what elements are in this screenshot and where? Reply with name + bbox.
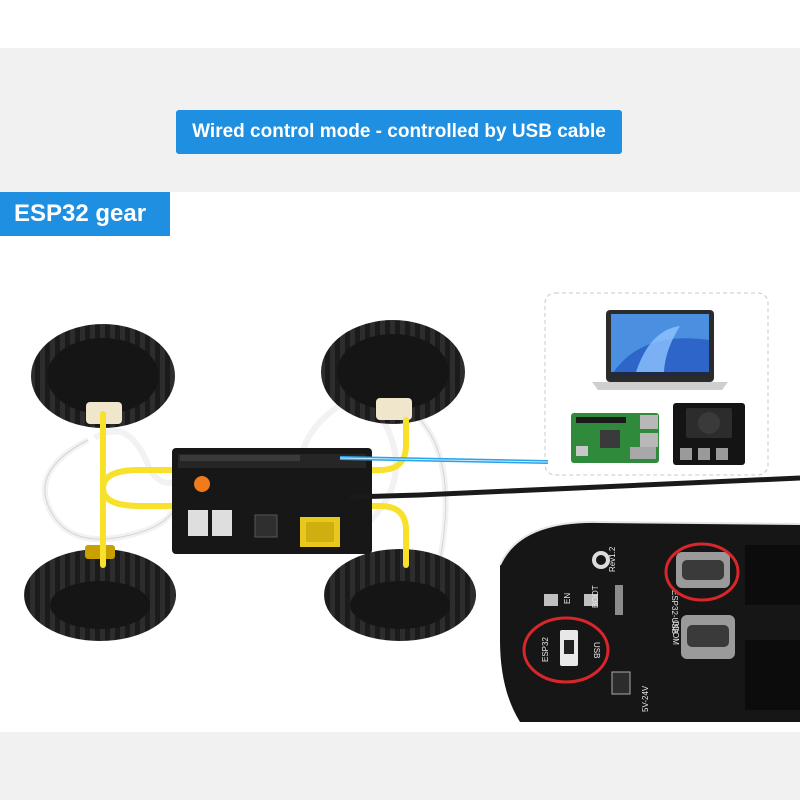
mode-banner: Wired control mode - controlled by USB c…	[176, 110, 622, 154]
raspberry-pi-board	[571, 413, 659, 463]
silk-usb: USB	[592, 642, 601, 658]
switch-highlight	[522, 616, 610, 684]
silk-boot: BOOT	[591, 585, 600, 608]
footer-band	[0, 732, 800, 800]
silk-esp32: ESP32	[541, 637, 550, 662]
silk-esp32-usb: ESP32-USB	[670, 590, 679, 634]
esp32-usb-highlight	[664, 542, 740, 602]
wheel-front-right	[321, 320, 465, 424]
silk-odom: ODOM	[671, 620, 680, 645]
usb-cable	[339, 456, 800, 500]
car-chassis	[24, 320, 476, 641]
silk-rev: Rev1.2	[608, 546, 617, 572]
wheel-rear-right	[324, 549, 476, 641]
esp32-gear-tag: ESP32 gear	[0, 192, 170, 236]
board-closeup: Rev1.2 EN BOOT ESP32-USB USB ESP32 ODOM …	[499, 520, 800, 722]
jetson-module	[673, 403, 745, 465]
wheel-front-left	[31, 324, 175, 428]
laptop-icon	[592, 310, 728, 390]
silk-power: 5V-24V	[641, 685, 650, 712]
usb-port-marker	[194, 476, 210, 492]
silk-en: EN	[563, 593, 572, 604]
wheel-rear-left	[24, 545, 176, 641]
